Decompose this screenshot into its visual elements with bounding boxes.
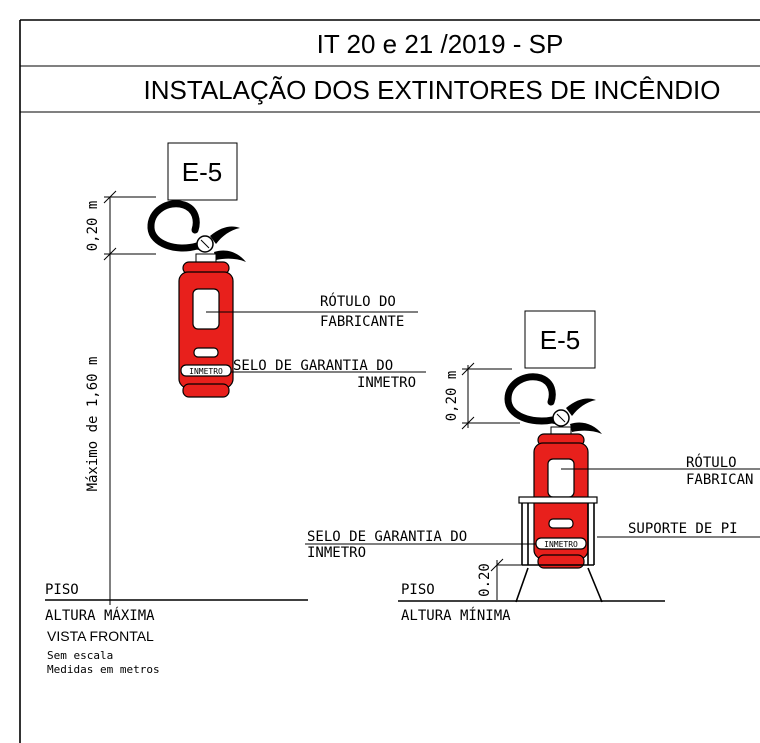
cylinder-base [182,383,230,398]
dim-base-label: 0.20 [477,563,493,597]
label-rotulo-1: RÓTULO DO [320,292,396,310]
dimension-line [103,190,156,605]
label-rotulo-1: RÓTULO [686,453,737,471]
tag-box [524,310,596,369]
label-selo-1: SELO DE GARANTIA DO [307,529,467,545]
tag-box [167,142,238,201]
left-view: E-5 0,20 m Máximo de 1,60 m INMET [45,142,426,676]
cylinder-base [537,554,585,569]
inmetro-badge-text: INMETRO [189,367,223,376]
hose [147,200,201,252]
label-selo-2: INMETRO [357,375,416,391]
label-suporte: SUPORTE DE PI [628,521,738,537]
view-label: VISTA FRONTAL [47,628,154,644]
label-selo-2: INMETRO [307,545,366,561]
tag-label: E-5 [182,157,222,187]
fire-extinguisher: INMETRO [147,200,246,398]
norm-title: IT 20 e 21 /2019 - SP [317,29,564,59]
dim-top-label: 0,20 m [85,201,101,252]
title-frame [19,19,760,743]
manufacturer-label [547,458,575,498]
dim-top-label: 0,20 m [444,371,460,422]
label-selo-1: SELO DE GARANTIA DO [233,358,393,374]
inmetro-badge-text: INMETRO [544,540,578,549]
floor-support [515,496,603,603]
tag-label: E-5 [540,325,580,355]
handle [210,226,240,244]
label-rotulo-2: FABRICANTE [320,314,404,330]
caption-altura-maxima: ALTURA MÁXIMA [45,607,155,624]
label-rotulo-2: FABRICAN [686,472,753,488]
right-view: E-5 0,20 m INMETRO [305,310,760,624]
page-title: INSTALAÇÃO DOS EXTINTORES DE INCÊNDIO [144,75,721,105]
dimension-line [461,362,520,430]
hose [504,373,556,425]
handle [566,398,596,416]
seal-slot [548,518,574,529]
manufacturer-label [192,288,220,330]
floor-label: PISO [45,582,79,598]
inmetro-badge [180,364,232,377]
dim-main-label: Máximo de 1,60 m [85,357,101,492]
floor-label: PISO [401,582,435,598]
note-units: Medidas em metros [47,663,160,676]
seal-slot [193,347,219,358]
caption-altura-minima: ALTURA MÍNIMA [401,607,511,624]
note-scale: Sem escala [47,649,113,662]
